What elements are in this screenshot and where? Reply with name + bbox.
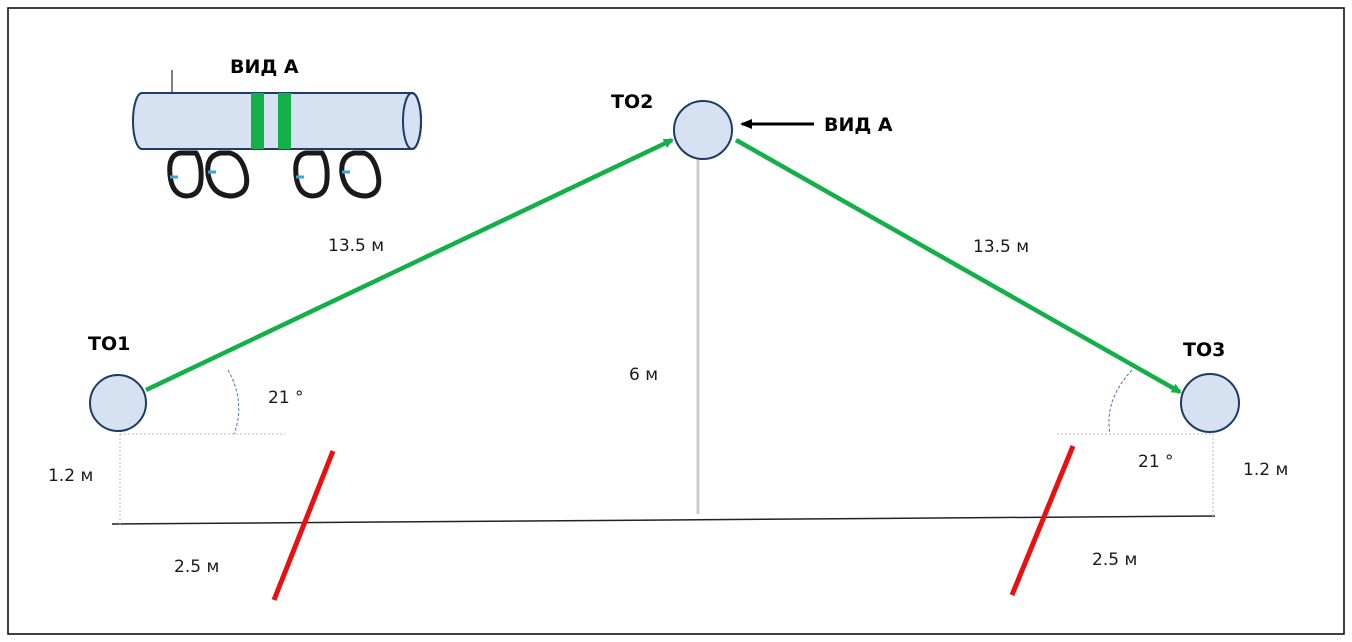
node-to2 — [673, 100, 733, 160]
view-a-inset — [132, 70, 422, 199]
ground-line — [111, 515, 1216, 525]
right-angle-arc — [1108, 369, 1133, 435]
pipe-body — [132, 92, 422, 150]
node-to1 — [89, 374, 147, 432]
offset-right: 2.5 м — [1092, 550, 1137, 570]
carabiner-group-right — [293, 150, 382, 199]
view-a-title: ВИД А — [230, 56, 299, 78]
label-to2: ТО2 — [611, 91, 653, 113]
left-angle-arc — [227, 369, 240, 435]
label-to1: ТО1 — [88, 333, 130, 355]
red-marker-right — [1009, 445, 1076, 596]
angle-left: 21 ° — [268, 388, 304, 408]
height-right: 1.2 м — [1243, 460, 1288, 480]
rope-right — [734, 138, 1182, 394]
pipe-sling-1 — [251, 93, 264, 149]
length-left-rope: 13.5 м — [328, 236, 384, 256]
height-left: 1.2 м — [48, 466, 93, 486]
diagram-frame — [7, 7, 1345, 635]
view-a-pointer-label: ВИД А — [824, 114, 893, 136]
pipe-sling-2 — [278, 93, 291, 149]
node-to3 — [1180, 373, 1240, 433]
offset-left: 2.5 м — [174, 557, 219, 577]
angle-right: 21 ° — [1138, 452, 1174, 472]
pipe-end — [402, 92, 422, 150]
label-to3: ТО3 — [1183, 339, 1225, 361]
carabiner-group-left — [167, 150, 250, 199]
carabiner-1 — [167, 150, 204, 199]
carabiner-4 — [339, 150, 382, 199]
rope-left — [145, 137, 674, 393]
carabiner-2 — [205, 150, 250, 199]
carabiner-3 — [293, 150, 330, 199]
red-marker-left — [271, 450, 336, 601]
height-center: 6 м — [629, 365, 658, 385]
length-right-rope: 13.5 м — [973, 237, 1029, 257]
